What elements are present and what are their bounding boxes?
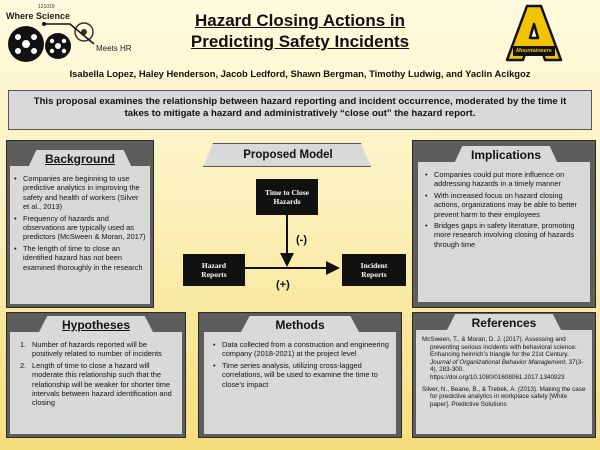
hypothesis-item: 2. Length of time to close a hazard will… — [20, 361, 178, 408]
references-body: McSween, T., & Moran, D. J. (2017). Asse… — [416, 330, 592, 434]
background-item: Frequency of hazards and observations ar… — [13, 214, 146, 242]
methods-heading: Methods — [240, 316, 360, 334]
reference-entry: Silver, N., Beane, B., & Trebek, A. (201… — [422, 386, 588, 409]
references-heading: References — [446, 314, 562, 332]
background-item: The length of time to close an identifie… — [13, 244, 146, 272]
proposed-model-title: Proposed Model — [243, 149, 333, 161]
outcome-label: Incident Reports — [360, 261, 388, 279]
proposed-model-heading: Proposed Model — [203, 143, 371, 167]
hypothesis-text: Number of hazards reported will be posit… — [32, 340, 162, 359]
letter-a-logo-icon — [505, 4, 563, 62]
abstract-text: This proposal examines the relationship … — [33, 96, 567, 119]
predictor-label: Hazard Reports — [201, 261, 227, 279]
reference-tail: , 37(3-4), 283-300. https://doi.org/10.1… — [430, 358, 584, 381]
predictor-node: Hazard Reports — [183, 254, 245, 286]
mountaineers-logo: Mountaineers — [503, 2, 565, 64]
moderator-sign: (-) — [296, 234, 307, 246]
background-body: Companies are beginning to use predictiv… — [10, 166, 150, 304]
hypothesis-number: 2. — [20, 360, 27, 370]
moderator-node: Time to Close Hazards — [256, 179, 318, 215]
methods-list: Data collected from a construction and e… — [212, 340, 392, 389]
implications-list: Companies could put more influence on ad… — [424, 170, 586, 249]
mountaineers-wordmark: Mountaineers — [516, 48, 552, 54]
model-arrows — [230, 212, 340, 275]
abstract-panel: This proposal examines the relationship … — [8, 90, 592, 130]
moderator-label: Time to Close Hazards — [264, 188, 310, 206]
reference-journal: Journal of Organizational Behavior Manag… — [430, 358, 566, 366]
hypothesis-number: 1. — [20, 340, 27, 349]
logo-line2: Meets HR — [96, 44, 132, 53]
methods-body: Data collected from a construction and e… — [204, 332, 396, 434]
logo-line1: Where Science — [6, 11, 71, 21]
implications-item: With increased focus on hazard closing a… — [424, 191, 586, 219]
logo-code-text: 121019 — [38, 4, 55, 10]
hypothesis-text: Length of time to close a hazard will mo… — [32, 360, 172, 408]
implications-item: Bridges gaps in safety literature, promo… — [424, 221, 586, 249]
film-reel-icon — [8, 22, 95, 62]
poster-title: Hazard Closing Actions in Predicting Saf… — [190, 11, 410, 51]
methods-item: Data collected from a construction and e… — [212, 340, 392, 359]
reference-entry: McSween, T., & Moran, D. J. (2017). Asse… — [422, 336, 588, 382]
background-item: Companies are beginning to use predictiv… — [13, 174, 146, 212]
background-heading: Background — [28, 150, 132, 168]
implications-item: Companies could put more influence on ad… — [424, 170, 586, 189]
implications-heading: Implications — [454, 146, 558, 164]
hypotheses-list: 1. Number of hazards reported will be po… — [20, 340, 178, 408]
hypothesis-item: 1. Number of hazards reported will be po… — [20, 340, 178, 359]
author-list: Isabella Lopez, Haley Henderson, Jacob L… — [69, 68, 531, 79]
implications-body: Companies could put more influence on ad… — [418, 162, 590, 302]
reference-text: McSween, T., & Moran, D. J. (2017). Asse… — [422, 336, 577, 359]
hypotheses-body: 1. Number of hazards reported will be po… — [10, 332, 182, 434]
hypotheses-heading: Hypotheses — [38, 316, 154, 334]
main-effect-sign: (+) — [276, 279, 290, 291]
outcome-node: Incident Reports — [342, 254, 406, 286]
background-list: Companies are beginning to use predictiv… — [13, 174, 146, 272]
methods-item: Time series analysis, utilizing cross-la… — [212, 361, 392, 389]
reference-text: Silver, N., Beane, B., & Trebek, A. (201… — [422, 385, 586, 408]
where-science-meets-hr-logo: 121019 Where Science Meets HR — [4, 4, 154, 64]
